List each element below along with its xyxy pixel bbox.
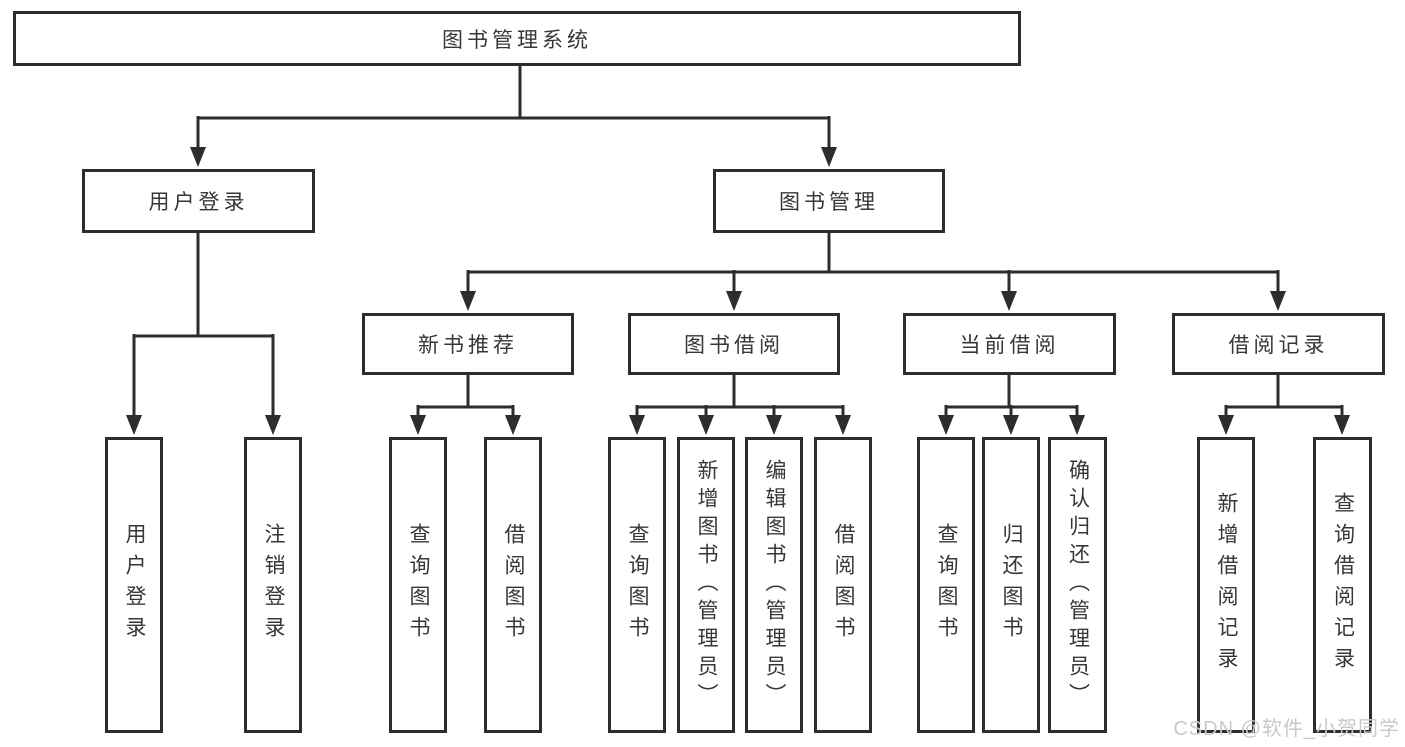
leaf-edit-book-admin-label: 编辑图书（管理员） (763, 459, 786, 711)
leaf-borrow-book-2: 借阅图书 (814, 437, 872, 733)
leaf-logout: 注销登录 (244, 437, 302, 733)
leaf-query-book-3-label: 查询图书 (935, 523, 958, 647)
leaf-query-book-3: 查询图书 (917, 437, 975, 733)
node-new-book-recommend-label: 新书推荐 (418, 334, 518, 357)
node-borrow-records-label: 借阅记录 (1228, 334, 1329, 357)
arrowheads (126, 147, 1350, 435)
leaf-return-book: 归还图书 (982, 437, 1040, 733)
leaf-add-book-admin-label: 新增图书（管理员） (695, 459, 718, 711)
leaf-confirm-return-admin-label: 确认归还（管理员） (1066, 459, 1090, 711)
node-book-management-label: 图书管理 (779, 191, 879, 214)
leaf-user-login: 用户登录 (105, 437, 163, 733)
leaf-add-borrow-record-label: 新增借阅记录 (1215, 492, 1238, 678)
leaf-user-login-label: 用户登录 (123, 523, 146, 647)
leaf-query-book-2: 查询图书 (608, 437, 666, 733)
node-book-management: 图书管理 (713, 169, 945, 233)
node-new-book-recommend: 新书推荐 (362, 313, 574, 375)
node-book-borrow-label: 图书借阅 (684, 334, 784, 357)
leaf-edit-book-admin: 编辑图书（管理员） (745, 437, 803, 733)
leaf-query-borrow-record-label: 查询借阅记录 (1331, 492, 1355, 678)
leaf-logout-label: 注销登录 (262, 523, 285, 647)
leaf-add-book-admin: 新增图书（管理员） (677, 437, 735, 733)
leaf-query-book-1-label: 查询图书 (407, 523, 430, 647)
leaf-borrow-book-1: 借阅图书 (484, 437, 542, 733)
node-root-label: 图书管理系统 (442, 28, 592, 52)
leaf-borrow-book-2-label: 借阅图书 (832, 523, 855, 647)
node-current-borrow-label: 当前借阅 (959, 334, 1060, 357)
leaf-query-book-1: 查询图书 (389, 437, 447, 733)
node-user-login-label: 用户登录 (148, 191, 249, 214)
leaf-query-book-2-label: 查询图书 (626, 523, 649, 647)
node-root: 图书管理系统 (13, 11, 1021, 66)
node-borrow-records: 借阅记录 (1172, 313, 1385, 375)
leaf-confirm-return-admin: 确认归还（管理员） (1048, 437, 1107, 733)
node-user-login: 用户登录 (82, 169, 315, 233)
leaf-borrow-book-1-label: 借阅图书 (502, 523, 525, 647)
csdn-watermark: CSDN @软件_小贺同学 (1173, 718, 1400, 740)
node-book-borrow: 图书借阅 (628, 313, 840, 375)
leaf-return-book-label: 归还图书 (1000, 523, 1023, 647)
node-current-borrow: 当前借阅 (903, 313, 1116, 375)
tree-edges (132, 66, 1344, 419)
leaf-query-borrow-record: 查询借阅记录 (1313, 437, 1372, 733)
leaf-add-borrow-record: 新增借阅记录 (1197, 437, 1255, 733)
